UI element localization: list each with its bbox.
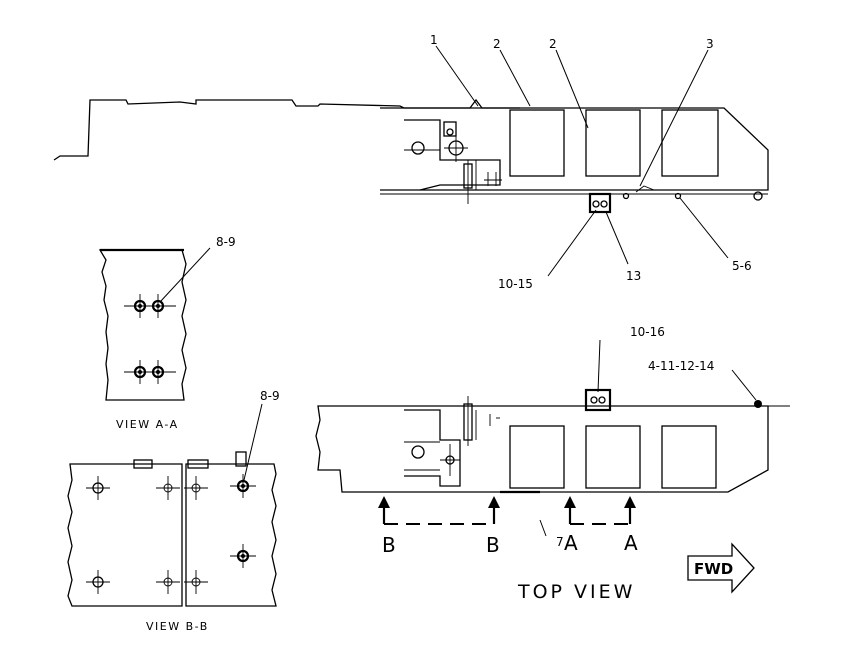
callout-7: 7 (556, 535, 564, 549)
callout-10-16: 10-16 (630, 325, 665, 339)
bolt-pattern (124, 294, 176, 384)
top-view-label: TOP VIEW (517, 581, 635, 603)
top-view-drawing (315, 339, 790, 537)
callout-13: 13 (626, 269, 641, 283)
view-aa-drawing (98, 247, 211, 401)
panel (509, 109, 565, 177)
panel (661, 109, 719, 177)
view-bb-label: VIEW B-B (146, 620, 209, 633)
callout-8-9: 8-9 (216, 235, 236, 249)
fitting-10-16 (584, 388, 612, 412)
section-line-b (378, 496, 500, 525)
forward-arrow-icon (687, 542, 755, 594)
section-mark-b: B (486, 533, 500, 557)
callout-8-9: 8-9 (260, 389, 280, 403)
section-mark-a: A (564, 531, 578, 555)
section-line-a (564, 496, 636, 525)
callout-5-6: 5-6 (732, 259, 752, 273)
panel (509, 425, 565, 489)
view-bb-drawing (67, 403, 277, 607)
section-mark-b: B (382, 533, 396, 557)
fitting-13 (588, 192, 612, 214)
callout-4-11-12-14: 4-11-12-14 (648, 359, 714, 373)
panel (661, 425, 717, 489)
callout-1: 1 (430, 33, 438, 47)
side-view (53, 45, 769, 277)
callout-2: 2 (493, 37, 501, 51)
hole-circle (411, 141, 425, 155)
callout-2: 2 (549, 37, 557, 51)
section-mark-a: A (624, 531, 638, 555)
fwd-label: FWD (694, 560, 733, 578)
panel (585, 425, 641, 489)
bolt-pattern (86, 474, 256, 594)
callout-3: 3 (706, 37, 714, 51)
callout-10-15: 10-15 (498, 277, 533, 291)
panel (585, 109, 641, 177)
view-aa-label: VIEW A-A (116, 418, 179, 431)
